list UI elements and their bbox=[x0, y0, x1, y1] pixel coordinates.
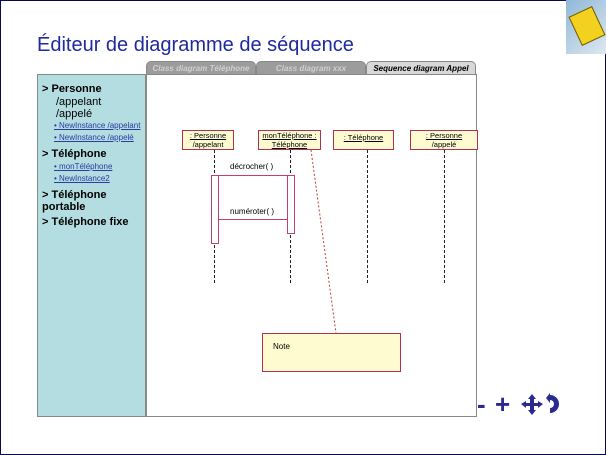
move-icon[interactable] bbox=[521, 393, 543, 415]
sidebar-telephone[interactable]: > Téléphone bbox=[42, 148, 107, 160]
link-newinstance2[interactable]: • NewInstance2 bbox=[54, 174, 110, 183]
role-appele: /appelé bbox=[56, 108, 93, 120]
lifeline bbox=[444, 150, 445, 283]
tab-class-diagram-xxx[interactable]: Class diagram xxx bbox=[256, 61, 366, 75]
object-personne-appelant[interactable]: : Personne/appelant bbox=[182, 130, 234, 150]
message-arrow bbox=[218, 175, 287, 176]
link-montelephone[interactable]: • monTéléphone bbox=[54, 162, 113, 171]
page-title: Éditeur de diagramme de séquence bbox=[37, 34, 354, 56]
rotate-icon[interactable] bbox=[546, 393, 564, 415]
message-arrow bbox=[218, 219, 287, 220]
activation-bar bbox=[287, 175, 295, 234]
object-personne-appele[interactable]: : Personne/appelé bbox=[410, 130, 478, 150]
note[interactable]: Note bbox=[262, 333, 401, 372]
sidebar: > Personne /appelant /appelé • NewInstan… bbox=[37, 74, 146, 417]
link-newinstance-appele[interactable]: • NewInstance /appelé bbox=[54, 133, 134, 142]
sidebar-telephone-portable[interactable]: > Téléphone portable bbox=[42, 189, 107, 213]
object-telephone[interactable]: : Téléphone bbox=[333, 130, 394, 150]
role-appelant: /appelant bbox=[56, 96, 102, 108]
activation-bar bbox=[211, 175, 219, 244]
zoom-out-button[interactable]: - bbox=[477, 389, 486, 419]
sidebar-telephone-fixe[interactable]: > Téléphone fixe bbox=[42, 216, 129, 228]
object-montelephone[interactable]: monTéléphone :Téléphone bbox=[258, 130, 321, 150]
message-decrocher[interactable]: décrocher( ) bbox=[230, 162, 274, 171]
tab-sequence-diagram-appel[interactable]: Sequence diagram Appel bbox=[366, 61, 476, 75]
link-newinstance-appelant[interactable]: • NewInstance /appelant bbox=[54, 121, 141, 130]
zoom-in-button[interactable]: + bbox=[495, 389, 511, 419]
message-numeroter[interactable]: numéroter( ) bbox=[230, 207, 275, 216]
tab-class-diagram-telephone[interactable]: Class diagram Téléphone bbox=[146, 61, 256, 75]
lifeline bbox=[367, 150, 368, 283]
sidebar-personne[interactable]: > Personne bbox=[42, 83, 102, 95]
user-avatar bbox=[566, 0, 606, 54]
